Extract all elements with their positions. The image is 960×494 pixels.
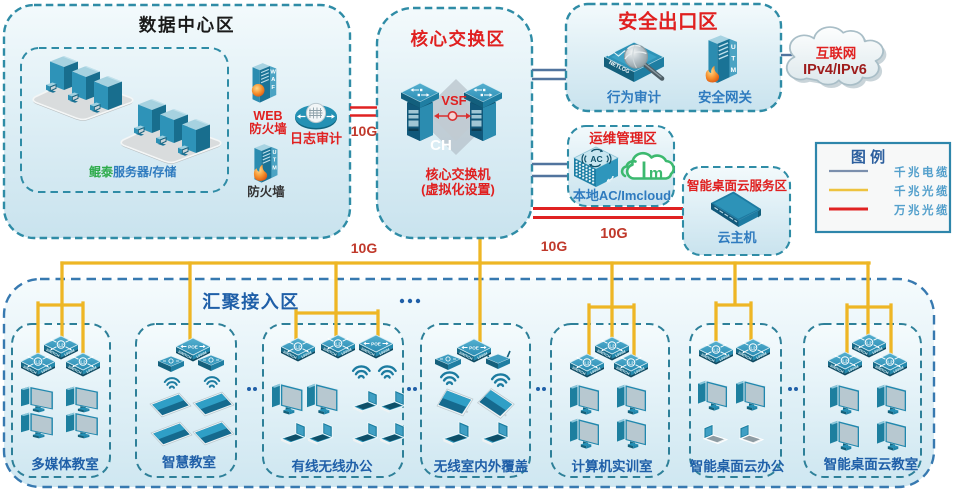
svg-text:T: T [273,158,277,164]
svg-text:智能桌面云教室: 智能桌面云教室 [824,456,919,472]
svg-text:安全网关: 安全网关 [698,89,752,105]
svg-text:F: F [271,85,275,91]
svg-text:核心交换机: 核心交换机 [425,167,490,182]
svg-text:防火墙: 防火墙 [247,184,285,199]
svg-text:无线室内外覆盖: 无线室内外覆盖 [433,458,529,474]
svg-text:10G: 10G [351,240,378,256]
svg-text:M: M [272,165,277,171]
svg-text:IPv4/IPv6: IPv4/IPv6 [803,62,867,78]
svg-text:U: U [273,150,277,156]
svg-text:有线无线办公: 有线无线办公 [292,458,373,474]
svg-text:图 例: 图 例 [851,148,885,166]
svg-text:防火墙: 防火墙 [249,121,287,136]
svg-text:m: m [649,166,663,183]
svg-text:安全出口区: 安全出口区 [618,10,718,33]
svg-text:智能桌面云服务区: 智能桌面云服务区 [686,178,788,193]
svg-text:VSF: VSF [441,93,466,108]
svg-text:万兆光缆: 万兆光缆 [893,203,950,217]
svg-text:运维管理区: 运维管理区 [589,130,657,146]
svg-text:WEB: WEB [253,109,282,123]
svg-text:W: W [270,69,276,75]
svg-text:10G: 10G [351,123,378,139]
svg-text:数据中心区: 数据中心区 [139,15,236,35]
svg-text:鲲泰服务器/存储: 鲲泰服务器/存储 [89,164,176,179]
svg-text:(虚拟化设置): (虚拟化设置) [421,182,495,197]
svg-text:10G: 10G [600,226,627,242]
svg-text:本地AC/Imcloud: 本地AC/Imcloud [573,188,671,203]
svg-text:U: U [731,44,736,51]
svg-text:10G: 10G [541,238,568,254]
svg-text:智慧教室: 智慧教室 [162,454,216,470]
svg-text:A: A [271,77,276,83]
svg-text:日志审计: 日志审计 [290,131,342,146]
svg-text:AC: AC [590,154,602,164]
svg-text:千兆光缆: 千兆光缆 [894,184,950,198]
svg-text:智能桌面云办公: 智能桌面云办公 [690,458,785,474]
svg-text:云主机: 云主机 [717,230,756,245]
svg-text:CH: CH [430,137,452,154]
svg-text:M: M [730,67,736,74]
svg-text:T: T [731,56,736,63]
svg-text:行为审计: 行为审计 [606,89,661,105]
svg-text:千兆电缆: 千兆电缆 [894,165,950,179]
svg-text:核心交换区: 核心交换区 [411,29,506,49]
svg-text:汇聚接入区: 汇聚接入区 [202,291,300,312]
svg-text:计算机实训室: 计算机实训室 [572,458,653,474]
svg-text:多媒体教室: 多媒体教室 [31,456,99,472]
svg-text:互联网: 互联网 [816,46,857,61]
